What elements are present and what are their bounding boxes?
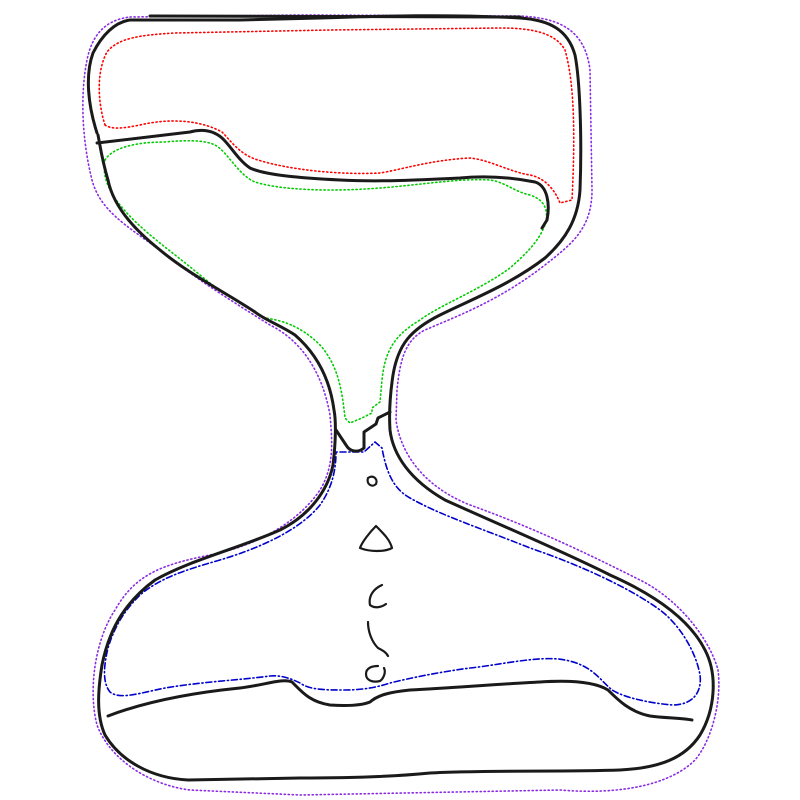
sand-grain-4 (366, 620, 390, 658)
outer-boundary-outline (82, 14, 720, 796)
neck-notch (334, 410, 392, 453)
sand-grain-3 (368, 583, 388, 609)
falling-sand-grains (358, 475, 394, 683)
lower-sand-surface (106, 679, 694, 722)
upper-lid-line (148, 14, 522, 19)
sand-grain-2 (358, 524, 394, 553)
sand-grain-1 (366, 475, 378, 487)
upper-sand-surface (95, 128, 550, 230)
top-region-outline (98, 27, 575, 204)
lower-region-outline (103, 441, 702, 706)
hourglass-frame-stroke (86, 14, 715, 782)
upper-sand-outline (103, 139, 548, 424)
sand-grain-5 (364, 664, 386, 683)
